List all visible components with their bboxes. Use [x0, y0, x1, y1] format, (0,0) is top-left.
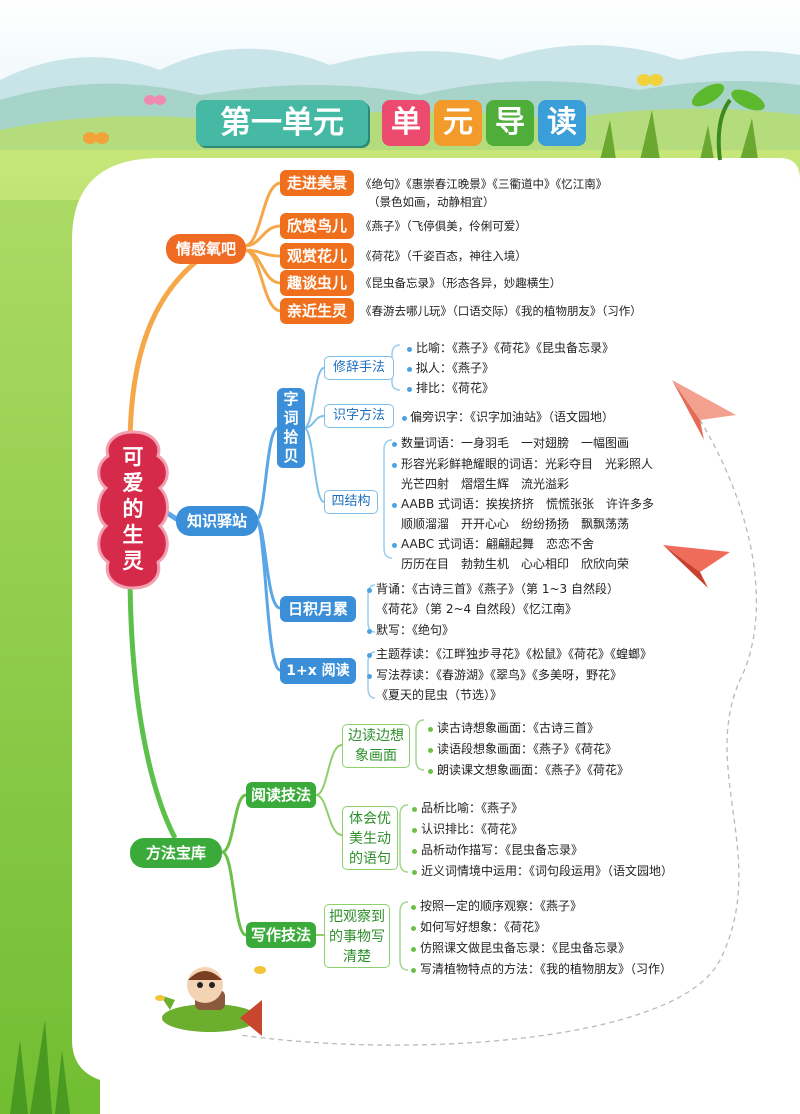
structure-line-3: 光芒四射 熠熠生辉 流光溢彩	[401, 477, 570, 491]
observe-item-1: 按照一定的顺序观察：《燕子》	[420, 899, 583, 913]
bullet	[411, 968, 416, 973]
methods-observe: 把观察到的事物写清楚	[324, 904, 390, 968]
feel-item-4: 近义词情境中运用：《词句段运用》（语文园地）	[421, 864, 674, 878]
guide-char-3: 导	[486, 100, 534, 146]
reading-line-2: 写法荐读：《春游湖》《翠鸟》《多美呀，野花》	[376, 668, 623, 682]
emotion-item-5-text: 《春游去哪儿玩》（口语交际）《我的植物朋友》（习作）	[360, 304, 642, 318]
structure-line-6: AABC 式词语：翩翩起舞 恋恋不舍	[401, 537, 594, 551]
structure-line-4: AABB 式词语：挨挨挤挤 慌慌张张 许许多多	[401, 497, 655, 511]
bullet	[367, 653, 372, 658]
bullet	[412, 849, 417, 854]
bullet	[411, 926, 416, 931]
knowledge-rhetoric: 修辞手法	[324, 356, 394, 380]
recognize-item: 偏旁识字：《识字加油站》（语文园地）	[410, 410, 615, 424]
rhetoric-item-2: 拟人：《燕子》	[416, 361, 495, 375]
bullet	[407, 367, 412, 372]
bullet	[407, 347, 412, 352]
knowledge-daily: 日积月累	[280, 596, 356, 622]
observe-item-2: 如何写好想象：《荷花》	[420, 920, 547, 934]
sprout-icon	[691, 83, 765, 161]
imagine-item-1: 读古诗想象画面：《古诗三首》	[437, 721, 600, 735]
bullet	[402, 416, 407, 421]
knowledge-structure: 四结构	[324, 490, 378, 514]
paper-plane-icon	[663, 545, 730, 588]
emotion-item-4-text: 《昆虫备忘录》（形态各异，妙趣横生）	[360, 276, 562, 290]
unit-title: 第一单元	[220, 105, 344, 141]
feel-item-3: 品析动作描写：《昆虫备忘录》	[421, 843, 584, 857]
methods-feel: 体会优美生动的语句	[342, 806, 398, 870]
reading-line-1: 主题荐读：《江畔独步寻花》《松鼠》《荷花》《蝗螂》	[376, 647, 653, 661]
branch-knowledge: 知识驿站	[176, 506, 258, 536]
imagine-item-3: 朗读课文想象画面：《燕子》《荷花》	[437, 763, 630, 777]
bullet	[412, 828, 417, 833]
emotion-item-1-note: （景色如画，动静相宜）	[368, 195, 495, 209]
unit-title-banner: 第一单元	[196, 100, 368, 146]
methods-writing-skill: 写作技法	[246, 922, 316, 948]
bullet	[411, 905, 416, 910]
emotion-item-1-label: 走进美景	[280, 170, 354, 196]
airplane-pilot-icon	[155, 966, 266, 1036]
butterfly-icon	[83, 132, 109, 144]
bullet	[367, 588, 372, 593]
bullet	[407, 387, 412, 392]
reading-line-3: 《夏天的昆虫（节选）》	[376, 688, 503, 702]
root-label: 可爱的生灵	[122, 445, 144, 573]
bullet	[411, 947, 416, 952]
bullet	[367, 674, 372, 679]
branch-emotion: 情感氧吧	[166, 234, 246, 264]
knowledge-recognize: 识字方法	[324, 404, 394, 428]
structure-line-2: 形容光彩鲜艳耀眼的词语：光彩夺目 光彩照人	[401, 457, 654, 471]
bullet	[392, 543, 397, 548]
methods-imagine: 边读边想象画面	[342, 724, 410, 768]
structure-line-5: 顺顺溜溜 开开心心 纷纷扬扬 飘飘荡荡	[401, 517, 630, 531]
emotion-item-1-text: 《绝句》《惠崇春江晚景》《三衢道中》《忆江南》	[360, 177, 608, 191]
rhetoric-item-1: 比喻：《燕子》《荷花》《昆虫备忘录》	[416, 341, 615, 355]
feel-item-2: 认识排比：《荷花》	[421, 822, 524, 836]
daily-line-1: 背诵：《古诗三首》《燕子》（第 1~3 自然段）	[376, 582, 619, 596]
imagine-item-2: 读语段想象画面：《燕子》《荷花》	[437, 742, 618, 756]
bullet	[392, 503, 397, 508]
emotion-item-2-label: 欣赏鸟儿	[280, 213, 354, 239]
structure-line-1: 数量词语：一身羽毛 一对翅膀 一幅图画	[401, 436, 630, 450]
emotion-item-2-text: 《燕子》（飞停俱美，伶俐可爱）	[360, 219, 527, 233]
guide-char-4: 读	[538, 100, 586, 146]
emotion-item-3-label: 观赏花儿	[280, 243, 354, 269]
guide-char-2: 元	[434, 100, 482, 146]
bullet	[428, 727, 433, 732]
bullet	[428, 769, 433, 774]
guide-char-1: 单	[382, 100, 430, 146]
bullet	[412, 807, 417, 812]
feel-item-1: 品析比喻：《燕子》	[421, 801, 524, 815]
emotion-item-5-label: 亲近生灵	[280, 298, 354, 324]
bullet	[367, 629, 372, 634]
emotion-item-4-label: 趣谈虫儿	[280, 270, 354, 296]
knowledge-ziciu: 字词拾贝	[277, 388, 305, 468]
rhetoric-item-3: 排比：《荷花》	[416, 381, 495, 395]
observe-item-4: 写清植物特点的方法：《我的植物朋友》（习作）	[420, 962, 673, 976]
emotion-item-3-text: 《荷花》（千姿百态，神往入境）	[360, 249, 527, 263]
bullet	[392, 463, 397, 468]
paper-plane-icon	[672, 380, 736, 440]
root-node-shape	[97, 430, 169, 590]
methods-reading-skill: 阅读技法	[246, 782, 316, 808]
bullet	[428, 748, 433, 753]
structure-line-7: 历历在目 勃勃生机 心心相印 欣欣向荣	[401, 557, 630, 571]
branch-methods: 方法宝库	[130, 838, 222, 868]
bullet	[392, 442, 397, 447]
daily-line-2: 《荷花》（第 2~4 自然段）《忆江南》	[376, 602, 577, 616]
bullet	[412, 870, 417, 875]
observe-item-3: 仿照课文做昆虫备忘录：《昆虫备忘录》	[420, 941, 631, 955]
daily-line-3: 默写：《绝句》	[376, 623, 455, 637]
knowledge-reading: 1+x 阅读	[280, 658, 356, 684]
butterfly-icon	[144, 95, 166, 105]
guide-title: 单 元 导 读	[382, 100, 592, 148]
butterfly-icon	[637, 74, 663, 86]
